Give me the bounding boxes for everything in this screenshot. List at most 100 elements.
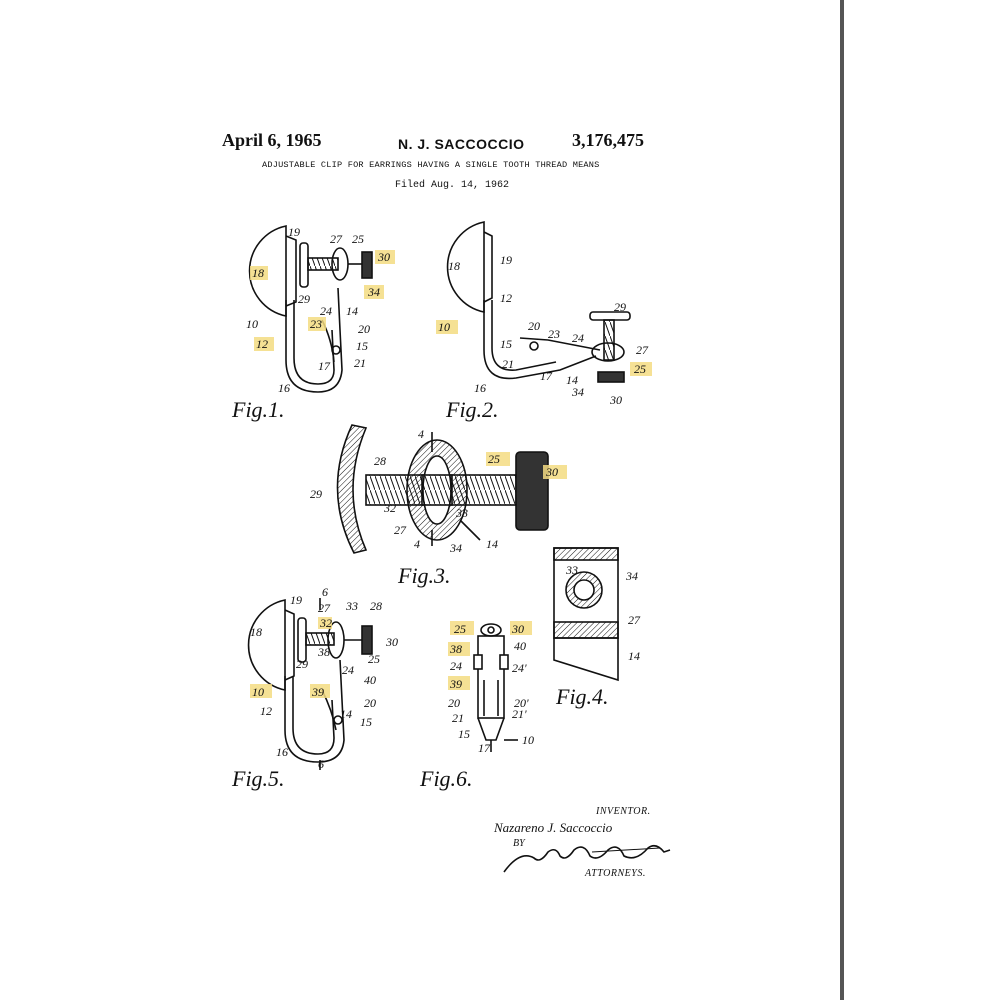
attorneys-label: ATTORNEYS. (585, 868, 646, 879)
fig2-clip-arm (483, 300, 597, 380)
fig3-screw-head (336, 424, 368, 554)
fig1-ref-numeral: 19 (288, 225, 300, 239)
fig6-ref-numeral: 21' (512, 707, 527, 721)
fig2-ref-numeral: 27 (636, 343, 649, 357)
fig1-ear-pad (248, 225, 287, 317)
patent-date: April 6, 1965 (222, 130, 322, 150)
fig2-ref-numeral: 12 (500, 291, 512, 305)
fig1-ref-numeral: 18 (252, 266, 264, 280)
fig6-ref-numeral: 39 (449, 677, 462, 691)
fig1-ref-numeral: 24 (320, 304, 332, 318)
fig2-ref-numeral: 25 (634, 362, 646, 376)
fig6-ref-numeral: 17 (478, 741, 491, 755)
fig1-caption: Fig.1. (231, 397, 285, 422)
fig2-ref-numeral: 14 (566, 373, 578, 387)
fig5-ref-numeral: 32 (319, 616, 332, 630)
fig5-ref-numeral: 15 (360, 715, 372, 729)
fig5-ear-pad (247, 599, 286, 691)
fig5-screw-cap (297, 617, 307, 663)
fig5-ref-numeral: 18 (250, 625, 262, 639)
fig2-ref-numeral: 17 (540, 369, 553, 383)
fig2-ear-pad (446, 221, 485, 313)
fig3-ref-numeral: 27 (394, 523, 407, 537)
fig5-ref-numeral: 6 (318, 757, 324, 771)
fig5-ref-numeral: 24 (342, 663, 354, 677)
fig6-ref-numeral: 40 (514, 639, 526, 653)
fig3-ref-numeral: 32 (383, 501, 396, 515)
fig5-ref-numeral: 16 (276, 745, 288, 759)
inventor-header: N. J. SACCOCCIO (398, 136, 525, 152)
highlight-marks (250, 250, 652, 698)
fig2-ref-numeral: 34 (571, 385, 584, 399)
fig5-ref-numeral: 33 (345, 599, 358, 613)
fig2-ref-numeral: 16 (474, 381, 486, 395)
fig2-ref-numeral: 24 (572, 331, 584, 345)
figure-3 (336, 424, 549, 554)
fig2-caption: Fig.2. (445, 397, 499, 422)
fig5-ref-numeral: 12 (260, 704, 272, 718)
fig4-caption: Fig.4. (555, 684, 609, 709)
fig5-ref-numeral: 38 (317, 645, 330, 659)
fig6-ref-numeral: 30 (511, 622, 524, 636)
fig4-ref-numeral: 33 (565, 563, 578, 577)
fig5-ref-numeral: 30 (385, 635, 398, 649)
fig6-ref-numeral: 24 (450, 659, 462, 673)
fig1-screw-cap (299, 242, 309, 288)
fig2-ref-numeral: 15 (500, 337, 512, 351)
fig1-ref-numeral: 10 (246, 317, 258, 331)
fig3-ref-numeral: 34 (449, 541, 462, 555)
fig3-ref-numeral: 4 (414, 537, 420, 551)
fig1-ref-numeral: 14 (346, 304, 358, 318)
fig3-knob (515, 451, 549, 531)
fig5-ref-numeral: 40 (364, 673, 376, 687)
fig4-ref-numeral: 14 (628, 649, 640, 663)
fig5-knob (361, 625, 373, 655)
fig2-knob (597, 371, 625, 383)
fig5-ref-numeral: 29 (296, 657, 308, 671)
fig3-ref-numeral: 33 (455, 506, 468, 520)
fig2-ref-numeral: 18 (448, 259, 460, 273)
fig5-ref-numeral: 27 (318, 601, 331, 615)
figure-1 (248, 225, 373, 393)
page-edge (840, 0, 844, 1000)
filed-date: Filed Aug. 14, 1962 (395, 180, 510, 191)
fig5-ref-numeral: 10 (252, 685, 264, 699)
fig1-ref-numeral: 16 (278, 381, 290, 395)
fig3-caption: Fig.3. (397, 563, 451, 588)
fig3-ref-numeral: 30 (545, 465, 558, 479)
by-label: BY (513, 838, 525, 849)
fig1-ref-numeral: 29 (298, 292, 310, 306)
fig2-ref-numeral: 30 (609, 393, 622, 407)
fig1-ref-numeral: 34 (367, 285, 380, 299)
fig2-ref-numeral: 21 (502, 357, 514, 371)
fig1-ref-numeral: 12 (256, 337, 268, 351)
figure-5 (247, 598, 373, 770)
fig5-clip-arm (284, 659, 345, 763)
fig3-ref-numeral: 25 (488, 452, 500, 466)
fig6-ref-numeral: 20 (448, 696, 460, 710)
attorney-signature (503, 844, 671, 873)
fig5-caption: Fig.5. (231, 766, 285, 791)
fig6-clip-body (477, 635, 505, 719)
fig6-ref-numeral: 20' (514, 696, 529, 710)
fig2-ref-numeral: 29 (614, 300, 626, 314)
fig6-ref-numeral: 21 (452, 711, 464, 725)
figure-2 (446, 221, 631, 383)
fig1-knob (361, 251, 373, 279)
fig2-ref-numeral: 23 (548, 327, 560, 341)
fig5-ref-numeral: 6 (322, 585, 328, 599)
fig5-ref-numeral: 14 (340, 707, 352, 721)
fig4-ref-numeral: 34 (625, 569, 638, 583)
fig4-ref-numeral: 27 (628, 613, 641, 627)
fig6-caption: Fig.6. (419, 766, 473, 791)
fig1-ref-numeral: 21 (354, 356, 366, 370)
fig3-ref-numeral: 14 (486, 537, 498, 551)
fig3-ref-numeral: 29 (310, 487, 322, 501)
fig6-ref-numeral: 38 (449, 642, 462, 656)
fig4-arm (553, 638, 619, 682)
fig3-ref-numeral: 4 (418, 427, 424, 441)
fig2-ref-numeral: 19 (500, 253, 512, 267)
inventor-signature-name: Nazareno J. Saccoccio (494, 820, 613, 835)
fig3-ref-numeral: 28 (374, 454, 386, 468)
fig6-ref-numeral: 10 (522, 733, 534, 747)
